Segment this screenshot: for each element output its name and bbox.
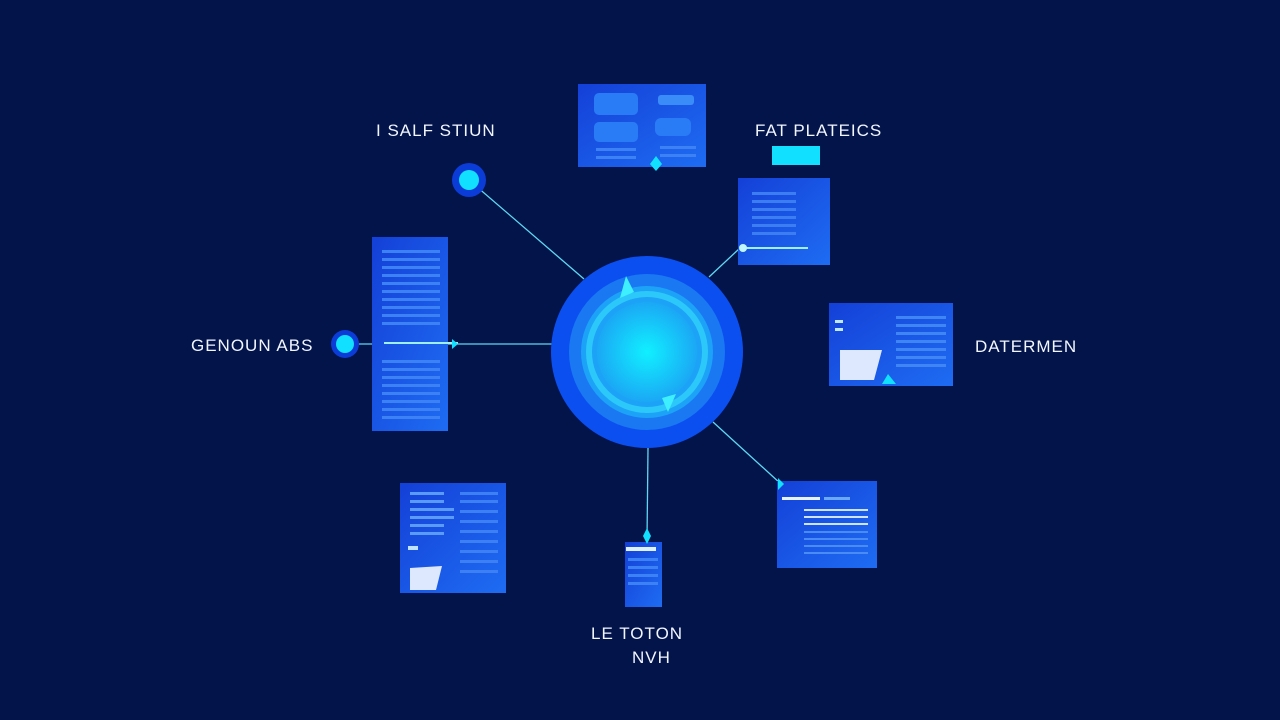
panel-top [578,84,706,171]
panel-left [372,237,458,431]
label-top-left: I SALF STIUN [376,121,496,140]
hub-arrow-icon [620,276,634,298]
accent-bar [772,146,820,165]
connector-top-right [708,247,741,278]
label-bottom-sub: NVH [632,648,671,667]
node-dot-top-left[interactable] [452,163,486,197]
label-right: DATERMEN [975,337,1078,356]
node-dot-left[interactable] [331,330,359,358]
panel-bottom-right [777,478,877,568]
label-top-right: FAT PLATEICS [755,121,883,140]
panel-bottom-left [400,483,506,593]
connector-bottom-right [712,421,782,485]
central-hub[interactable] [551,256,743,448]
connector-bottom [646,447,649,541]
panel-bottom [625,528,662,607]
label-left: GENOUN ABS [191,336,314,355]
panel-right [829,303,953,386]
hub-arrow-icon [662,394,676,412]
connector-top-left [468,179,585,280]
label-bottom: LE TOTON [591,624,684,643]
panel-top-right [738,178,830,265]
